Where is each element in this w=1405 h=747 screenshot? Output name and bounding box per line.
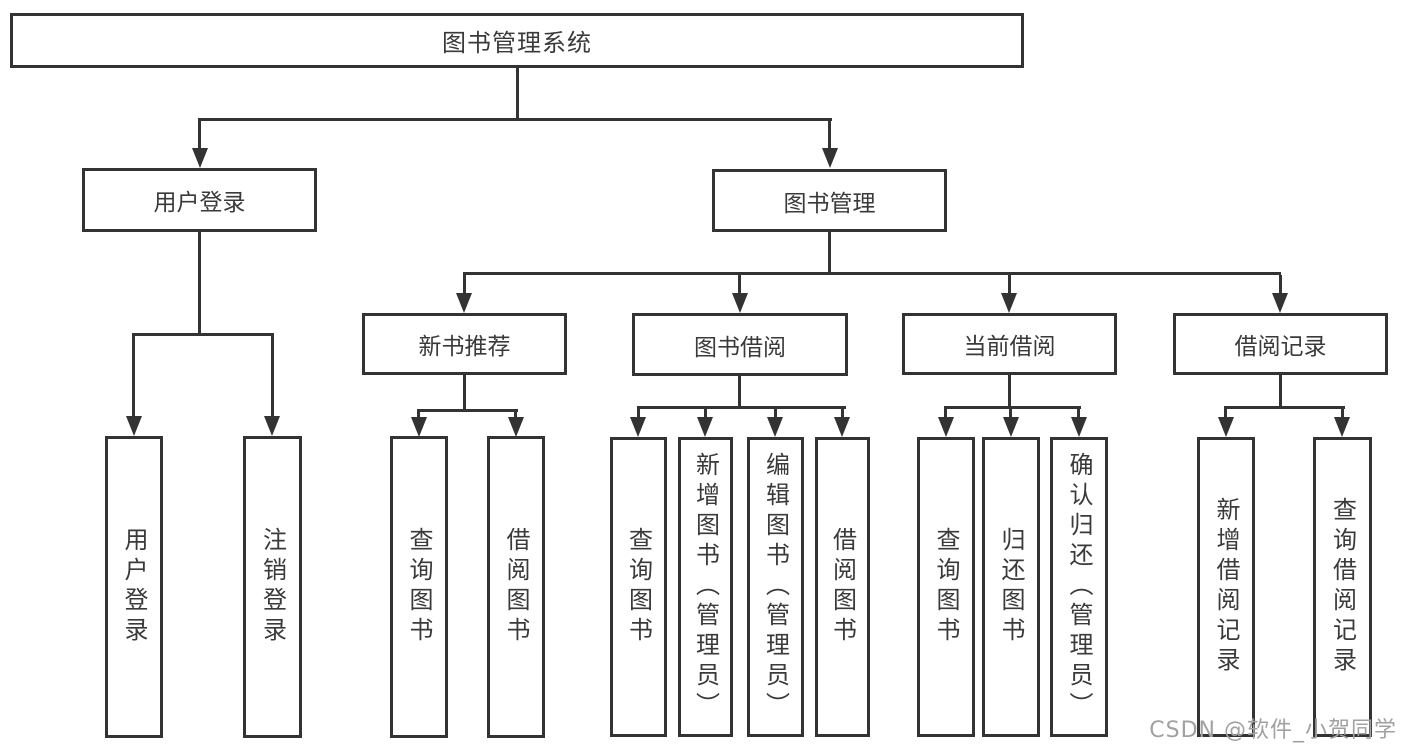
- node-label: 确认归还（管理员）: [1065, 452, 1093, 722]
- arrowhead-down-icon: [834, 417, 850, 437]
- node-label: 借阅图书: [828, 527, 857, 647]
- connector-drop: [1077, 409, 1080, 418]
- leaf-borrow-books-recommend: 借阅图书: [487, 436, 545, 738]
- connector-drop: [463, 275, 466, 295]
- connector-root-trunk: [516, 68, 519, 121]
- connector-drop-book-management: [828, 121, 831, 150]
- arrowhead-down-icon: [732, 293, 748, 313]
- node-label: 图书管理系统: [442, 29, 592, 57]
- node-label: 新增借阅记录: [1212, 497, 1240, 677]
- connector-book-borrow-bar: [637, 406, 846, 409]
- leaf-return-books: 归还图书: [982, 437, 1040, 737]
- leaf-query-books-recommend: 查询图书: [390, 436, 448, 738]
- connector-drop: [944, 409, 947, 418]
- node-label: 新书推荐: [418, 334, 511, 360]
- connector-book-borrow-trunk: [738, 376, 741, 409]
- leaf-borrow-books: 借阅图书: [815, 437, 870, 737]
- node-label: 编辑图书（管理员）: [761, 452, 790, 722]
- connector-drop: [1224, 409, 1227, 418]
- connector-drop: [841, 409, 844, 418]
- connector-user-login-bar: [132, 333, 274, 336]
- connector-borrow-records-trunk: [1279, 375, 1282, 409]
- arrowhead-down-icon: [126, 416, 142, 436]
- leaf-query-borrow-record: 查询借阅记录: [1313, 437, 1372, 737]
- node-label: 用户登录: [153, 190, 246, 216]
- connector-drop: [271, 336, 274, 416]
- arrowhead-down-icon: [264, 416, 280, 436]
- arrowhead-down-icon: [1001, 293, 1017, 313]
- node-current-borrow: 当前借阅: [902, 313, 1117, 375]
- connector-drop: [1279, 275, 1282, 295]
- connector-drop: [1341, 409, 1344, 418]
- arrowhead-down-icon: [456, 293, 472, 313]
- connector-drop: [704, 409, 707, 418]
- node-label: 查询图书: [405, 527, 433, 647]
- leaf-user-login: 用户登录: [105, 436, 163, 738]
- csdn-watermark: CSDN @软件_小贺同学: [1149, 718, 1397, 743]
- node-label: 借阅图书: [502, 527, 530, 647]
- leaf-edit-books-admin: 编辑图书（管理员）: [747, 437, 804, 737]
- arrowhead-down-icon: [697, 417, 713, 437]
- connector-book-management-trunk: [828, 232, 831, 275]
- leaf-add-borrow-record: 新增借阅记录: [1197, 437, 1255, 737]
- node-library-management-system: 图书管理系统: [10, 13, 1024, 68]
- connector-level2-bar: [198, 118, 832, 121]
- connector-user-login-trunk: [198, 232, 201, 336]
- node-book-management: 图书管理: [712, 169, 947, 232]
- node-label: 图书借阅: [694, 334, 786, 361]
- leaf-logout: 注销登录: [243, 436, 302, 738]
- connector-current-borrow-bar: [944, 406, 1081, 409]
- connector-borrow-records-bar: [1224, 406, 1345, 409]
- connector-drop: [637, 409, 640, 418]
- node-borrow-records: 借阅记录: [1173, 313, 1388, 375]
- node-label: 查询借阅记录: [1328, 497, 1357, 677]
- node-label: 注销登录: [258, 527, 287, 647]
- leaf-confirm-return-admin: 确认归还（管理员）: [1050, 437, 1108, 737]
- connector-new-books-trunk: [463, 375, 466, 412]
- node-label: 当前借阅: [963, 334, 1056, 360]
- node-label: 新增图书（管理员）: [691, 452, 720, 722]
- node-label: 图书管理: [783, 190, 876, 217]
- node-label: 查询图书: [932, 527, 960, 647]
- connector-drop: [774, 409, 777, 418]
- connector-new-books-bar: [417, 409, 518, 412]
- connector-current-borrow-trunk: [1008, 375, 1011, 409]
- connector-drop: [417, 412, 420, 418]
- leaf-add-books-admin: 新增图书（管理员）: [678, 437, 733, 737]
- node-user-login: 用户登录: [82, 168, 317, 232]
- connector-drop: [1008, 275, 1011, 295]
- arrowhead-down-icon: [1272, 293, 1288, 313]
- connector-drop: [132, 336, 135, 416]
- connector-level3-bar: [463, 272, 1281, 275]
- arrowhead-down-icon: [1218, 417, 1234, 437]
- node-label: 借阅记录: [1234, 334, 1327, 360]
- arrowhead-down-icon: [767, 417, 783, 437]
- leaf-query-books-borrow: 查询图书: [610, 437, 667, 737]
- node-label: 查询图书: [624, 527, 653, 647]
- arrowhead-down-icon: [938, 417, 954, 437]
- connector-drop: [1009, 409, 1012, 418]
- arrowhead-down-icon: [1071, 417, 1087, 437]
- arrowhead-down-icon: [630, 417, 646, 437]
- arrowhead-down-icon: [508, 417, 524, 437]
- arrowhead-down-icon: [1334, 417, 1350, 437]
- arrowhead-down-icon: [411, 417, 427, 437]
- arrowhead-down-icon: [1003, 417, 1019, 437]
- arrowhead-down-icon: [822, 148, 838, 168]
- leaf-query-books-current: 查询图书: [917, 437, 975, 737]
- node-new-book-recommend: 新书推荐: [362, 313, 567, 375]
- node-book-borrow: 图书借阅: [632, 313, 848, 376]
- connector-drop-user-login: [198, 121, 201, 150]
- connector-drop: [514, 412, 517, 418]
- node-label: 归还图书: [997, 527, 1025, 647]
- arrowhead-down-icon: [192, 148, 208, 168]
- connector-drop: [738, 275, 741, 295]
- node-label: 用户登录: [120, 527, 148, 647]
